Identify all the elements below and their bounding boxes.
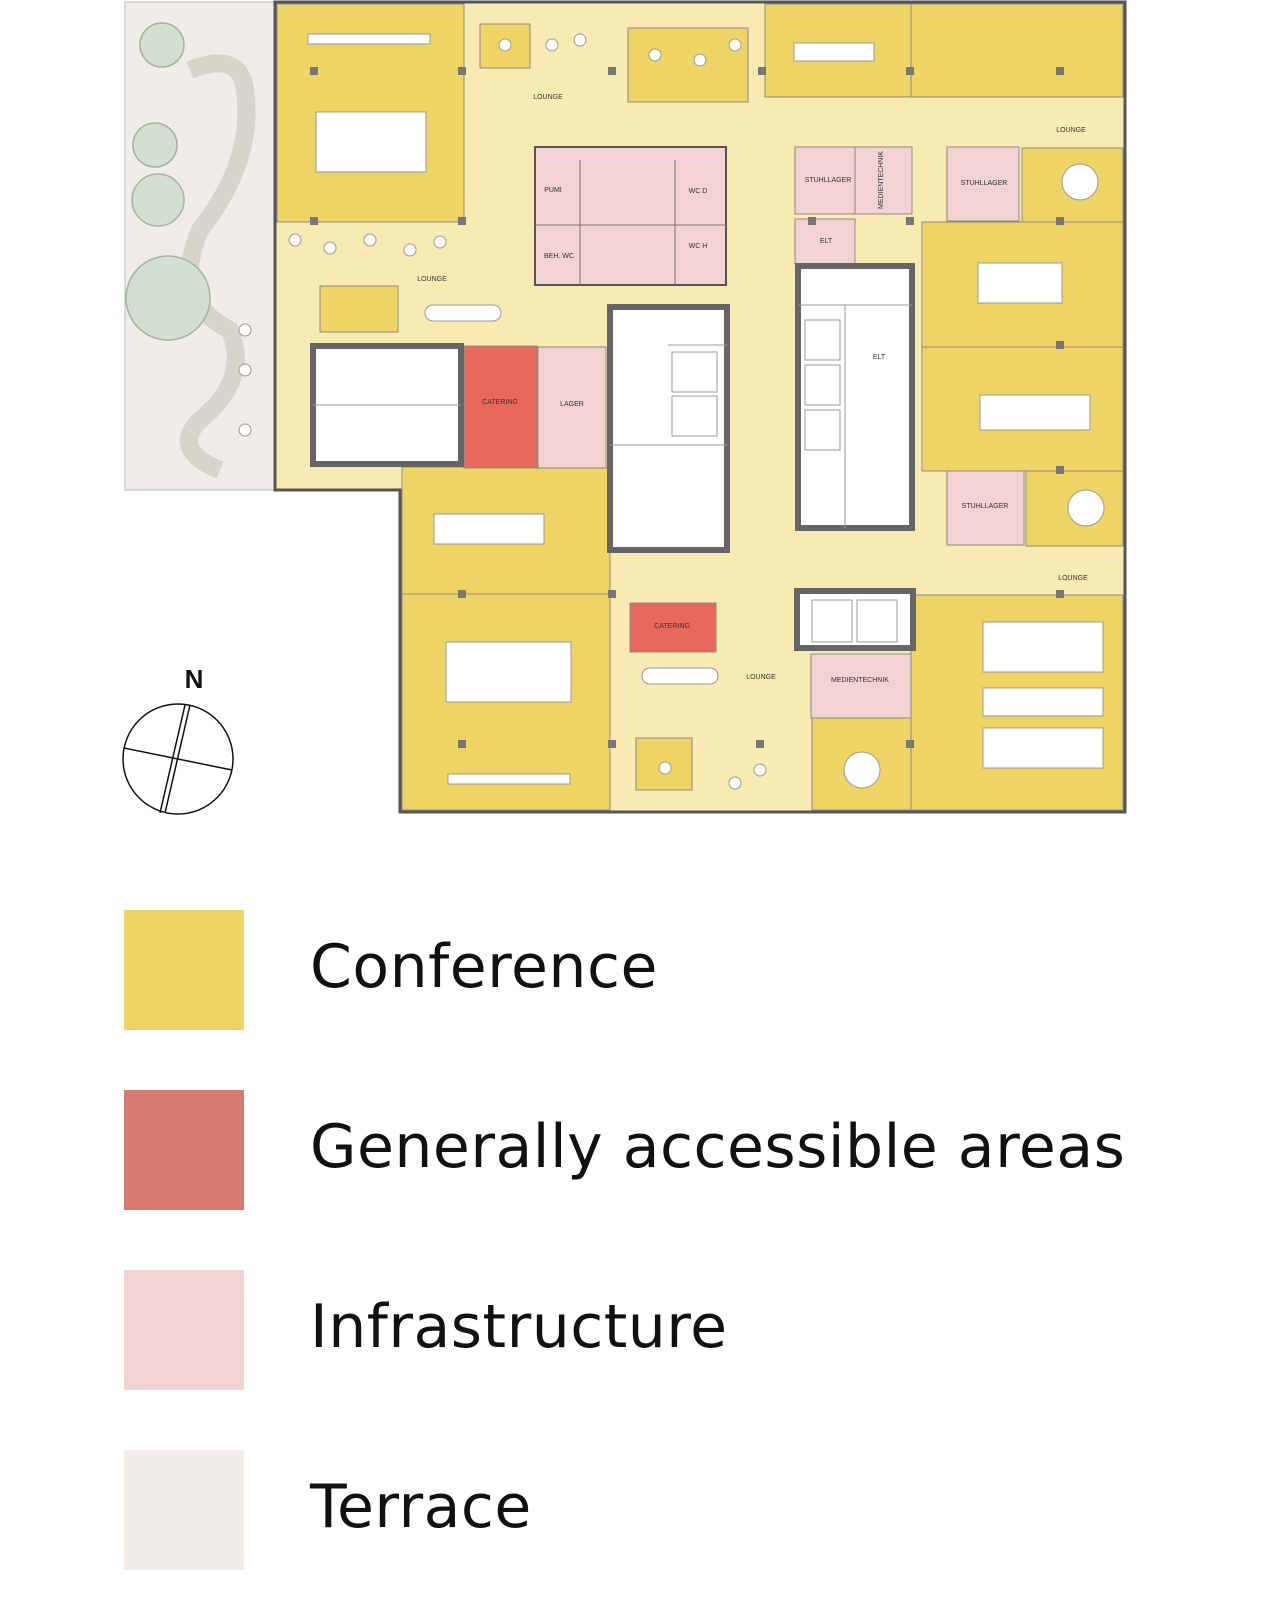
lounge-furniture — [238, 33, 767, 790]
room-label-catering-2: CATERING — [654, 623, 690, 630]
room-label-lounge-bottom: LOUNGE — [746, 674, 776, 681]
legend-label-generally-accessible: Generally accessible areas — [310, 1112, 1126, 1182]
legend-swatch-infrastructure — [124, 1270, 244, 1390]
room-label-stuhllager-3: STUHLLAGER — [962, 503, 1009, 510]
room-label-elt-1: ELT — [820, 238, 833, 245]
room-label-lounge-top: LOUNGE — [533, 94, 563, 101]
floor-plan: LOUNGE LOUNGE LOUNGE LOUNGE LOUNGE PUMI … — [122, 0, 1127, 815]
room-label-medientechnik-1: MEDIENTECHNIK — [878, 151, 885, 209]
north-arrow-icon — [122, 703, 234, 815]
legend-swatch-conference — [124, 910, 244, 1030]
legend-label-terrace: Terrace — [310, 1472, 532, 1542]
legend-label-conference: Conference — [310, 932, 658, 1002]
room-label-lounge-right-mid: LOUNGE — [1058, 575, 1088, 582]
room-label-wc-h: WC H — [689, 243, 708, 250]
room-label-medientechnik-2: MEDIENTECHNIK — [831, 677, 889, 684]
catering-room-2 — [629, 602, 717, 653]
legend-swatch-terrace — [124, 1450, 244, 1570]
room-label-lounge-left: LOUNGE — [417, 276, 447, 283]
room-label-wc-d: WC D — [689, 188, 708, 195]
legend-item-terrace: Terrace — [124, 1450, 1224, 1570]
infrastructure-rooms — [537, 146, 1025, 719]
room-label-lounge-top-right: LOUNGE — [1056, 127, 1086, 134]
room-label-pumi: PUMI — [544, 187, 562, 194]
legend-item-infrastructure: Infrastructure — [124, 1270, 1224, 1390]
legend-label-infrastructure: Infrastructure — [310, 1292, 728, 1362]
room-label-stuhllager-2: STUHLLAGER — [961, 180, 1008, 187]
room-label-lager: LAGER — [560, 401, 584, 408]
structural-columns — [310, 67, 1064, 748]
room-label-beh-wc: BEH. WC — [544, 253, 574, 260]
room-label-elt-2: ELT — [873, 354, 886, 361]
legend-swatch-generally-accessible — [124, 1090, 244, 1210]
building-cores — [310, 263, 916, 651]
room-label-stuhllager-1: STUHLLAGER — [805, 177, 852, 184]
legend-item-generally-accessible: Generally accessible areas — [124, 1090, 1224, 1210]
north-label: N — [185, 664, 204, 694]
room-label-catering-1: CATERING — [482, 399, 518, 406]
conference-tables — [307, 33, 1105, 789]
tree-icon — [125, 22, 211, 341]
catering-room-1 — [463, 345, 538, 469]
legend-item-conference: Conference — [124, 910, 1224, 1030]
wc-block — [534, 146, 727, 286]
